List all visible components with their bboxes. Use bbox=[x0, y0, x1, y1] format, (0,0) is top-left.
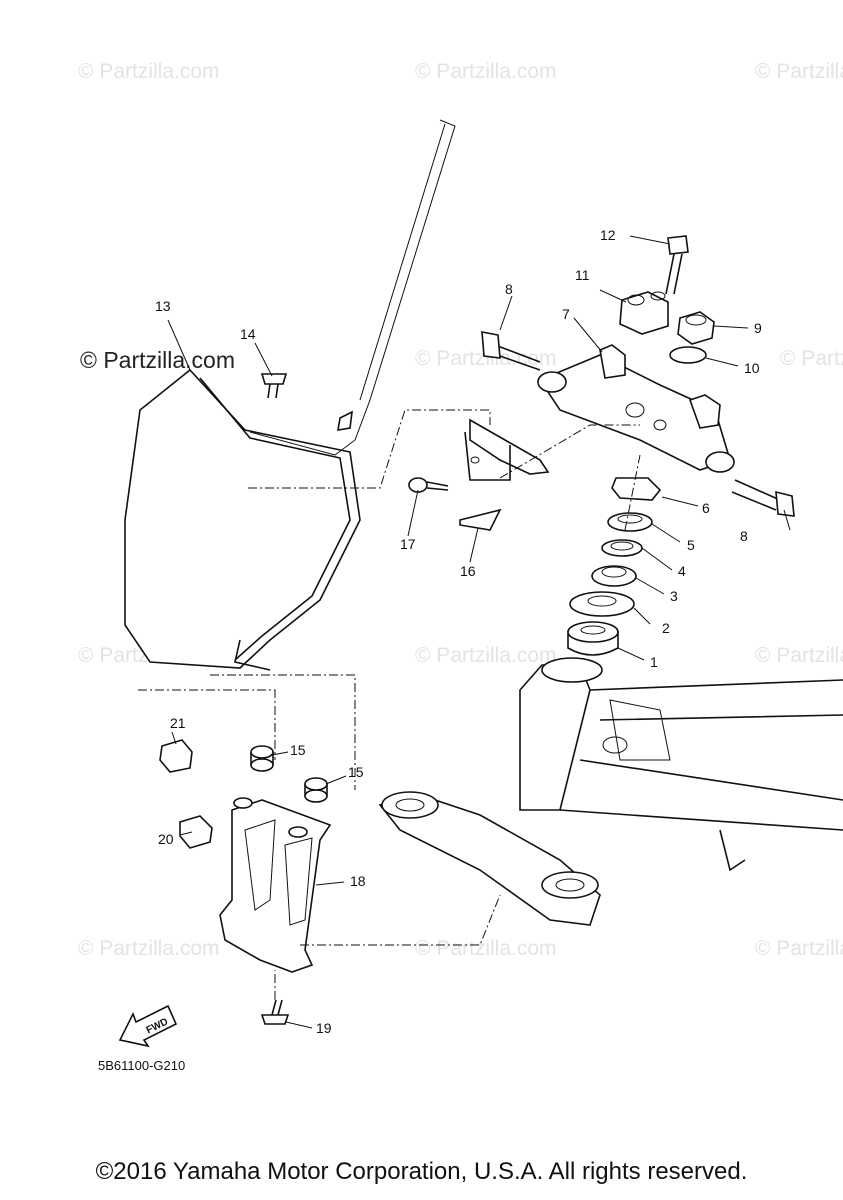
callout-19: 19 bbox=[316, 1020, 332, 1036]
callout-6: 6 bbox=[702, 500, 710, 516]
watermark: © Partzilla.com bbox=[755, 60, 843, 83]
plate-bolt bbox=[260, 999, 290, 1025]
guide-line bbox=[210, 674, 356, 790]
callout-5: 5 bbox=[687, 537, 695, 553]
watermarks: © Partzilla.com © Partzilla.com © Partzi… bbox=[78, 60, 843, 960]
bolt-lower bbox=[731, 479, 795, 517]
callout-3: 3 bbox=[670, 588, 678, 604]
callout-17: 17 bbox=[400, 536, 416, 552]
callout-16: 16 bbox=[460, 563, 476, 579]
copyright: ©2016 Yamaha Motor Corporation, U.S.A. A… bbox=[95, 1158, 748, 1185]
watermark: © Partzilla.com bbox=[780, 347, 843, 370]
watermark: © Partzilla.com bbox=[78, 60, 220, 83]
nut bbox=[677, 311, 715, 345]
guide-line bbox=[499, 424, 640, 479]
number-plate bbox=[124, 119, 456, 671]
callout-7: 7 bbox=[562, 306, 570, 322]
upper-bracket bbox=[537, 344, 735, 473]
watermark-dark: © Partzilla.com bbox=[80, 347, 235, 373]
holder-bolt bbox=[665, 235, 689, 295]
callout-15-right: 15 bbox=[348, 764, 364, 780]
plate-screw bbox=[260, 373, 288, 399]
guide-line bbox=[138, 689, 276, 760]
lower-bracket bbox=[378, 791, 601, 926]
frame bbox=[519, 657, 843, 872]
ring-nut-lower bbox=[591, 565, 637, 587]
bearing bbox=[567, 621, 619, 656]
watermark: © Partzilla.com bbox=[755, 937, 843, 960]
callout-20: 20 bbox=[158, 831, 174, 847]
plate-stay bbox=[219, 797, 332, 973]
callout-12: 12 bbox=[600, 227, 616, 243]
clip bbox=[459, 418, 550, 531]
diagram-code: 5B61100-G210 bbox=[98, 1058, 185, 1073]
callout-14: 14 bbox=[240, 326, 256, 342]
callout-8-upper: 8 bbox=[505, 281, 513, 297]
bolt-upper bbox=[481, 331, 541, 371]
callout-11: 11 bbox=[575, 267, 590, 283]
callout-13: 13 bbox=[155, 298, 171, 314]
callout-15-left: 15 bbox=[290, 742, 306, 758]
watermark: © Partzilla.com bbox=[415, 937, 557, 960]
callout-1: 1 bbox=[650, 654, 658, 670]
watermark: © Partzilla.com bbox=[755, 644, 843, 667]
watermark: © Partzilla.com bbox=[415, 644, 557, 667]
watermark: © Partzilla.com bbox=[78, 937, 220, 960]
callout-18: 18 bbox=[350, 873, 366, 889]
screw bbox=[408, 477, 449, 493]
callout-2: 2 bbox=[662, 620, 670, 636]
pad-upper bbox=[159, 739, 193, 773]
guide-line bbox=[300, 894, 501, 946]
washer bbox=[669, 346, 707, 364]
callout-4: 4 bbox=[678, 563, 686, 579]
callout-10: 10 bbox=[744, 360, 760, 376]
callout-9: 9 bbox=[754, 320, 762, 336]
grommet-right bbox=[304, 777, 328, 803]
handlebar-holder bbox=[619, 291, 669, 335]
rubber-washer bbox=[569, 591, 635, 617]
ring-nut-upper bbox=[607, 512, 653, 532]
grommet-left bbox=[250, 745, 274, 772]
fwd-arrow-icon: FWD bbox=[118, 1004, 178, 1048]
leader-lines bbox=[167, 235, 791, 1029]
callout-21: 21 bbox=[170, 715, 186, 731]
lock-washer bbox=[601, 539, 643, 557]
guide-line bbox=[624, 454, 641, 531]
cover bbox=[611, 477, 662, 501]
pad-lower bbox=[179, 815, 213, 849]
callout-8-lower: 8 bbox=[740, 528, 748, 544]
guide-line bbox=[248, 409, 491, 489]
watermark: © Partzilla.com bbox=[415, 60, 557, 83]
